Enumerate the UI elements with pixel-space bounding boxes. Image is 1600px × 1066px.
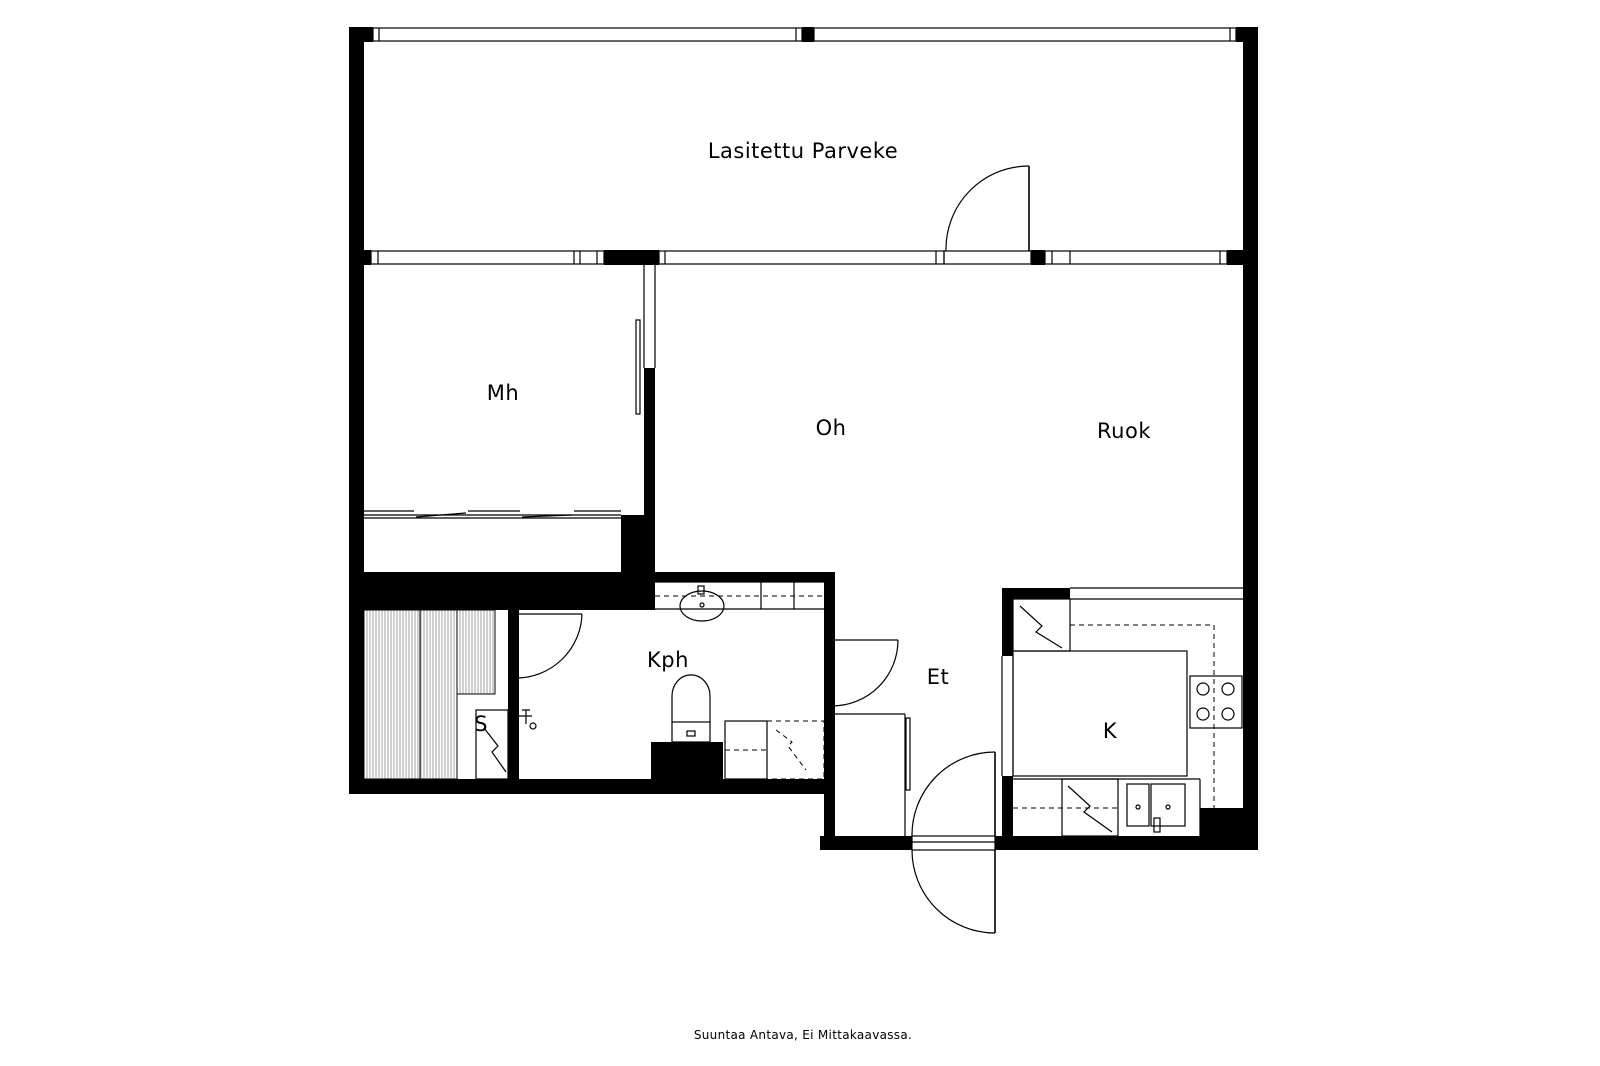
label-balcony: Lasitettu Parveke xyxy=(708,139,898,163)
label-dining: Ruok xyxy=(1097,419,1151,443)
label-hall: Et xyxy=(927,665,950,689)
balcony-glazing xyxy=(370,27,1237,265)
label-kitchen: K xyxy=(1103,719,1118,743)
hall-fixtures xyxy=(835,656,1014,934)
label-living: Oh xyxy=(816,416,847,440)
label-bathroom: Kph xyxy=(647,648,689,672)
label-sauna: S xyxy=(474,712,488,736)
walls xyxy=(349,27,1258,850)
bathroom-fixtures xyxy=(655,581,899,780)
kitchen-fixtures xyxy=(1012,587,1243,837)
label-bedroom: Mh xyxy=(487,381,519,405)
sauna-benches xyxy=(363,609,583,780)
scale-note: Suuntaa Antava, Ei Mittakaavassa. xyxy=(694,1028,912,1042)
bedroom-opening xyxy=(635,265,656,415)
wardrobe xyxy=(364,510,621,519)
balcony-door xyxy=(945,165,1030,252)
